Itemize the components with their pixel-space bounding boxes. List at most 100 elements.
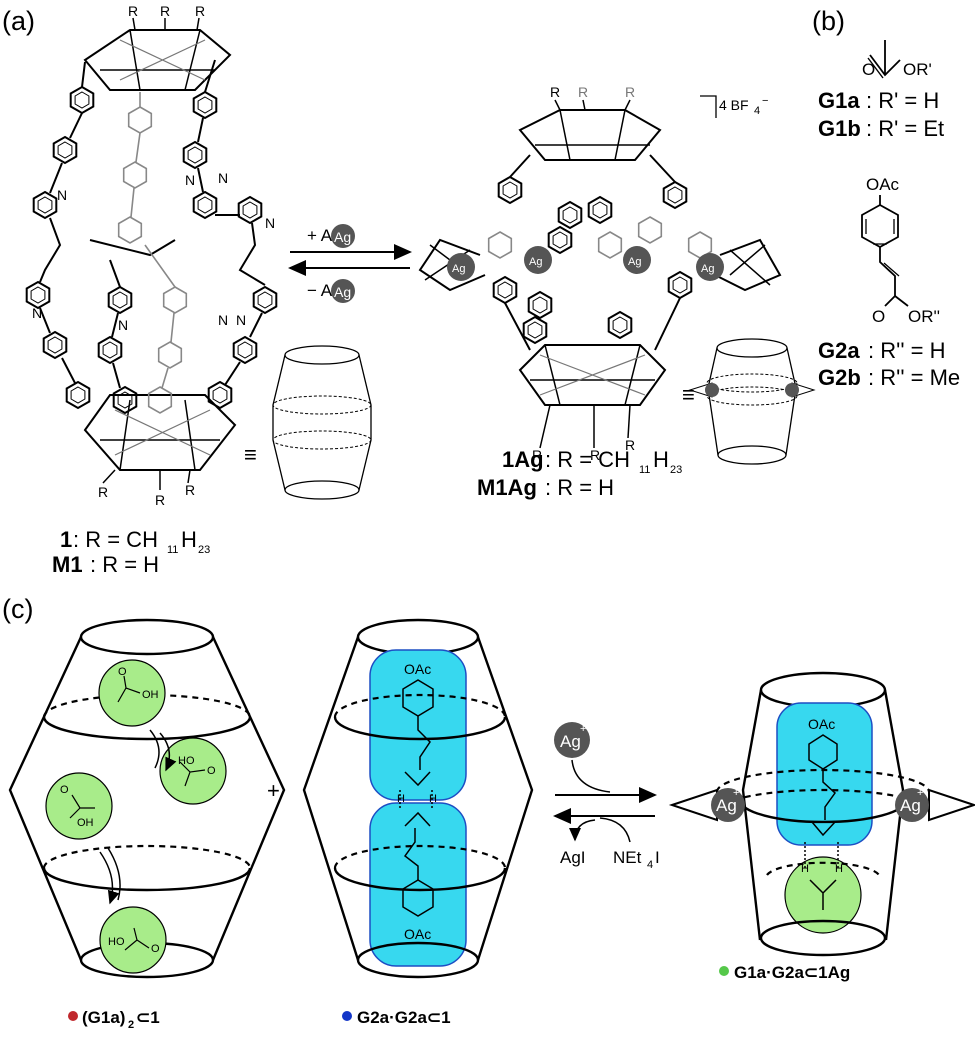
compound-1-sub2: 23 [198, 544, 210, 556]
compound-1-h: H [181, 527, 197, 552]
atom-n: N [32, 305, 42, 321]
g1a-oxygen: O [60, 784, 69, 796]
h-bond-h: H [801, 863, 809, 875]
r-label: R [155, 492, 165, 508]
compound-1ag-sub1: 11 [639, 464, 650, 476]
net4i-sub: 4 [647, 859, 653, 871]
r-label: R [625, 437, 635, 453]
g1a-oxygen: O [151, 943, 160, 955]
atom-n: N [218, 312, 228, 328]
panel-label-b: (b) [812, 6, 845, 36]
g2b-name: G2b [818, 365, 861, 390]
g1a-oxygen: O [207, 765, 216, 777]
h-bond-h: H [429, 793, 437, 805]
r-label: R [578, 84, 588, 100]
h-bond-h: H [835, 863, 843, 875]
counterion-sub: 4 [754, 105, 760, 117]
g1a-definition: : R' = H [866, 88, 939, 113]
panel-label-c: (c) [2, 594, 33, 624]
g1a-oxygen: O [118, 666, 127, 678]
ag-center-label: Ag [900, 796, 921, 815]
caption-g1a-g2a-ag: G1a·G2a⊂1Ag [734, 963, 850, 982]
atom-n: N [265, 215, 275, 231]
r-label: R [185, 482, 195, 498]
g2-top-group: OAc [866, 175, 900, 194]
oac-label: OAc [808, 716, 835, 732]
ag-ion-charge: + [580, 723, 586, 735]
r-label: R [160, 3, 170, 19]
g1b-definition: : R' = Et [866, 116, 944, 141]
reaction-arrows-c [553, 759, 657, 842]
g1a-hydroxyl: OH [77, 817, 94, 829]
atom-n: N [218, 170, 228, 186]
oac-label: OAc [404, 661, 431, 677]
compound-m1-definition: : R = H [90, 552, 159, 577]
r-label: R [532, 447, 542, 463]
ag-center-charge: + [917, 787, 923, 799]
compound-m1ag-definition: : R = H [545, 475, 614, 500]
capsule-schematic-left [272, 345, 372, 500]
ag-ion-icon [331, 224, 355, 248]
plus-sign: + [267, 778, 280, 803]
g1-substituent: OR' [903, 60, 932, 79]
g1a-hydroxyl: HO [108, 936, 125, 948]
capsule-1-structure: N N N N N N N N R R R R R R [25, 3, 278, 508]
ag-center-charge: + [733, 787, 739, 799]
atom-n: N [185, 172, 195, 188]
legend-dot-green [719, 966, 729, 976]
ag-center-label: Ag [628, 256, 641, 268]
counterion-charge: − [762, 95, 768, 107]
ag-ion-text: Ag [334, 229, 351, 245]
g2a-name: G2a [818, 338, 860, 363]
g1b-name: G1b [818, 116, 861, 141]
atom-n: N [118, 317, 128, 333]
compound-1-definition: : R = CH [73, 527, 158, 552]
r-label: R [625, 84, 635, 100]
capsule-1ag-structure: Ag Ag Ag Ag R R R R R R [418, 84, 782, 463]
ag-ion-icon [331, 279, 355, 303]
ag-center-label: Ag [716, 796, 737, 815]
compound-1ag-sub2: 23 [670, 464, 682, 476]
net4i-end: I [655, 848, 660, 867]
capsule-g1a-dimer [8, 618, 286, 979]
equivalence-symbol: ≡ [244, 442, 257, 467]
ag-center-label: Ag [701, 263, 714, 275]
compound-m1ag-name: M1Ag [477, 475, 537, 500]
legend-dot-red [68, 1011, 78, 1021]
ag-ion-charge: + [350, 276, 356, 288]
compound-1ag-definition: : R = CH [545, 447, 630, 472]
ag-ion-icon [554, 722, 590, 758]
guest-g2-structure [861, 195, 909, 307]
panel-label-a: (a) [2, 6, 35, 36]
compound-1-sub1: 11 [167, 544, 178, 556]
counterion-label: 4 BF [719, 97, 749, 113]
g2-oxygen: O [872, 307, 885, 326]
r-label: R [195, 3, 205, 19]
equilibrium-arrows-a [288, 244, 412, 276]
guest-g1-structure [867, 40, 901, 79]
r-label: R [550, 84, 560, 100]
counterion-bracket [700, 95, 717, 118]
net4i-label: NEt [613, 848, 642, 867]
atom-n: N [57, 187, 67, 203]
r-label: R [98, 484, 108, 500]
atom-n: N [236, 312, 246, 328]
legend-dot-blue [342, 1011, 352, 1021]
r-label: R [590, 447, 600, 463]
capsule-g2a-dimer [302, 618, 534, 979]
capsule-g1a-g2a-ag [668, 671, 975, 957]
ag-center-label: Ag [452, 263, 465, 275]
ag-ion-charge: + [350, 221, 356, 233]
ag-center-label: Ag [529, 256, 542, 268]
g1-oxygen: O [862, 60, 875, 79]
agi-label: AgI [560, 848, 586, 867]
compound-m1-name: M1 [52, 552, 83, 577]
caption-g2a-dimer: G2a·G2a⊂1 [357, 1008, 451, 1027]
caption-g1a-dimer: (G1a) [82, 1008, 125, 1027]
g1a-hydroxyl: OH [142, 689, 159, 701]
equivalence-symbol: ≡ [682, 382, 695, 407]
g1a-name: G1a [818, 88, 860, 113]
g2b-definition: : R'' = Me [868, 365, 960, 390]
compound-1ag-name: 1Ag [502, 447, 544, 472]
